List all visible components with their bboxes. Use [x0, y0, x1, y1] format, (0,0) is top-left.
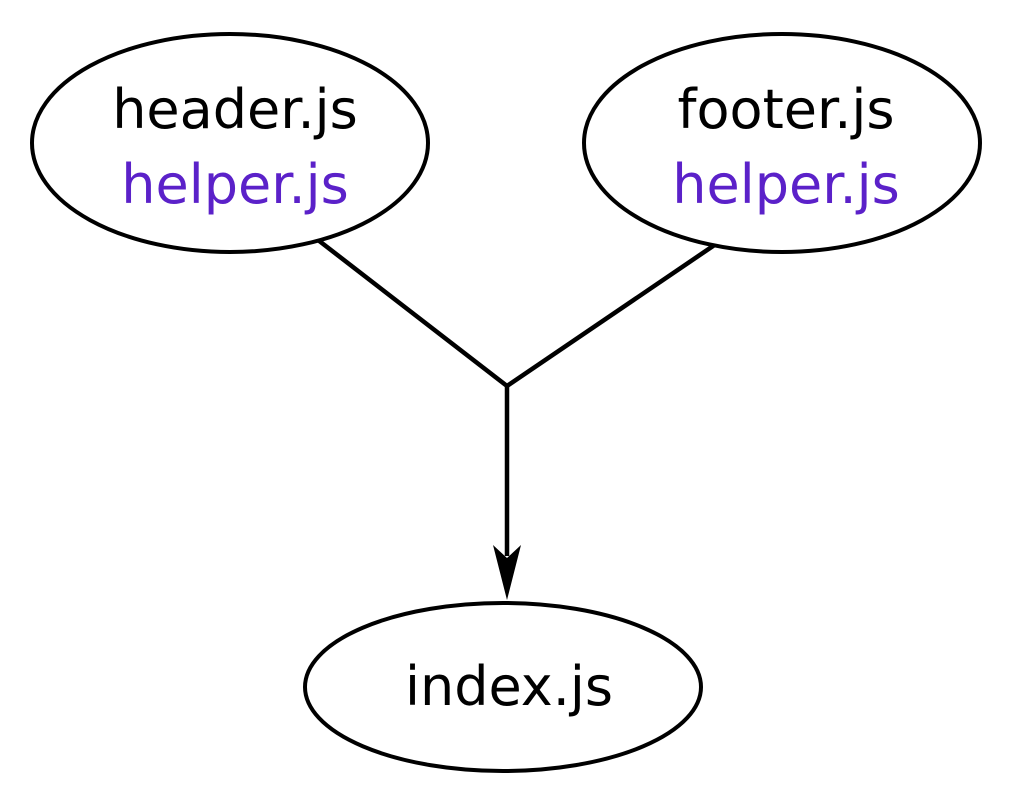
- node-index: index.js: [303, 601, 703, 773]
- arrowhead-icon: [493, 545, 521, 600]
- node-header-file: header.js: [112, 78, 358, 141]
- node-footer-shape: [582, 32, 982, 254]
- header-connector: [316, 238, 509, 388]
- node-footer: footer.js helper.js: [582, 32, 982, 254]
- node-footer-dependency: helper.js: [672, 153, 900, 216]
- node-header: header.js helper.js: [30, 32, 430, 254]
- node-index-shape: [303, 601, 703, 773]
- node-index-file: index.js: [405, 655, 613, 718]
- footer-connector: [505, 242, 718, 388]
- node-header-dependency: helper.js: [121, 153, 349, 216]
- node-footer-file: footer.js: [677, 78, 894, 141]
- node-header-shape: [30, 32, 430, 254]
